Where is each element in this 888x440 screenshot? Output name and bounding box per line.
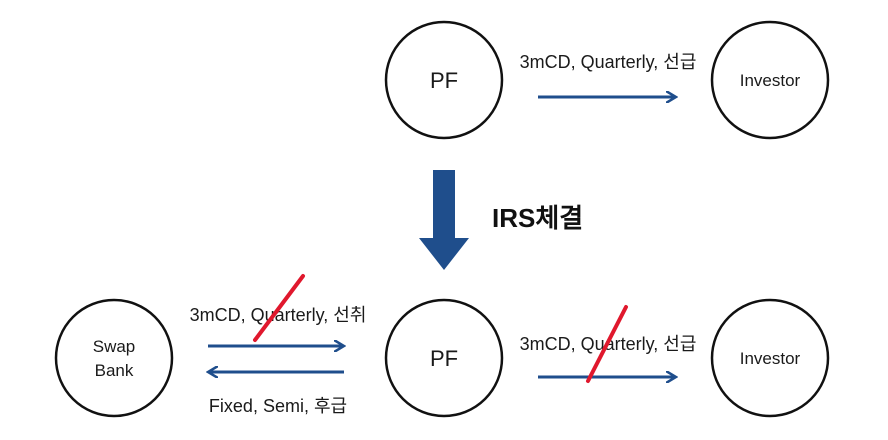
bottom-pf-node — [384, 298, 504, 418]
swap-bank-label-line2: Bank — [95, 361, 134, 380]
top-investor-node — [710, 20, 830, 140]
bottom-investor-label: Investor — [740, 349, 801, 368]
strike-pf-bank-flow — [253, 274, 305, 342]
top-flow-label: 3mCD, Quarterly, 선급 — [520, 52, 697, 72]
swap-bank-label-line1: Swap — [93, 337, 136, 356]
bottom-investor-node — [710, 298, 830, 418]
strike-pf-investor-flow — [586, 305, 628, 383]
swap-bank-node — [54, 298, 174, 418]
top-pf-label: PF — [430, 68, 458, 93]
top-pf-node — [384, 20, 504, 140]
pf-to-bank-label: 3mCD, Quarterly, 선취 — [190, 305, 367, 325]
bank-to-pf-label: Fixed, Semi, 후급 — [209, 396, 347, 416]
transition-down-arrow — [419, 170, 469, 270]
transition-label: IRS체결 — [492, 203, 583, 233]
top-investor-label: Investor — [740, 71, 801, 90]
bottom-pf-label: PF — [430, 346, 458, 371]
